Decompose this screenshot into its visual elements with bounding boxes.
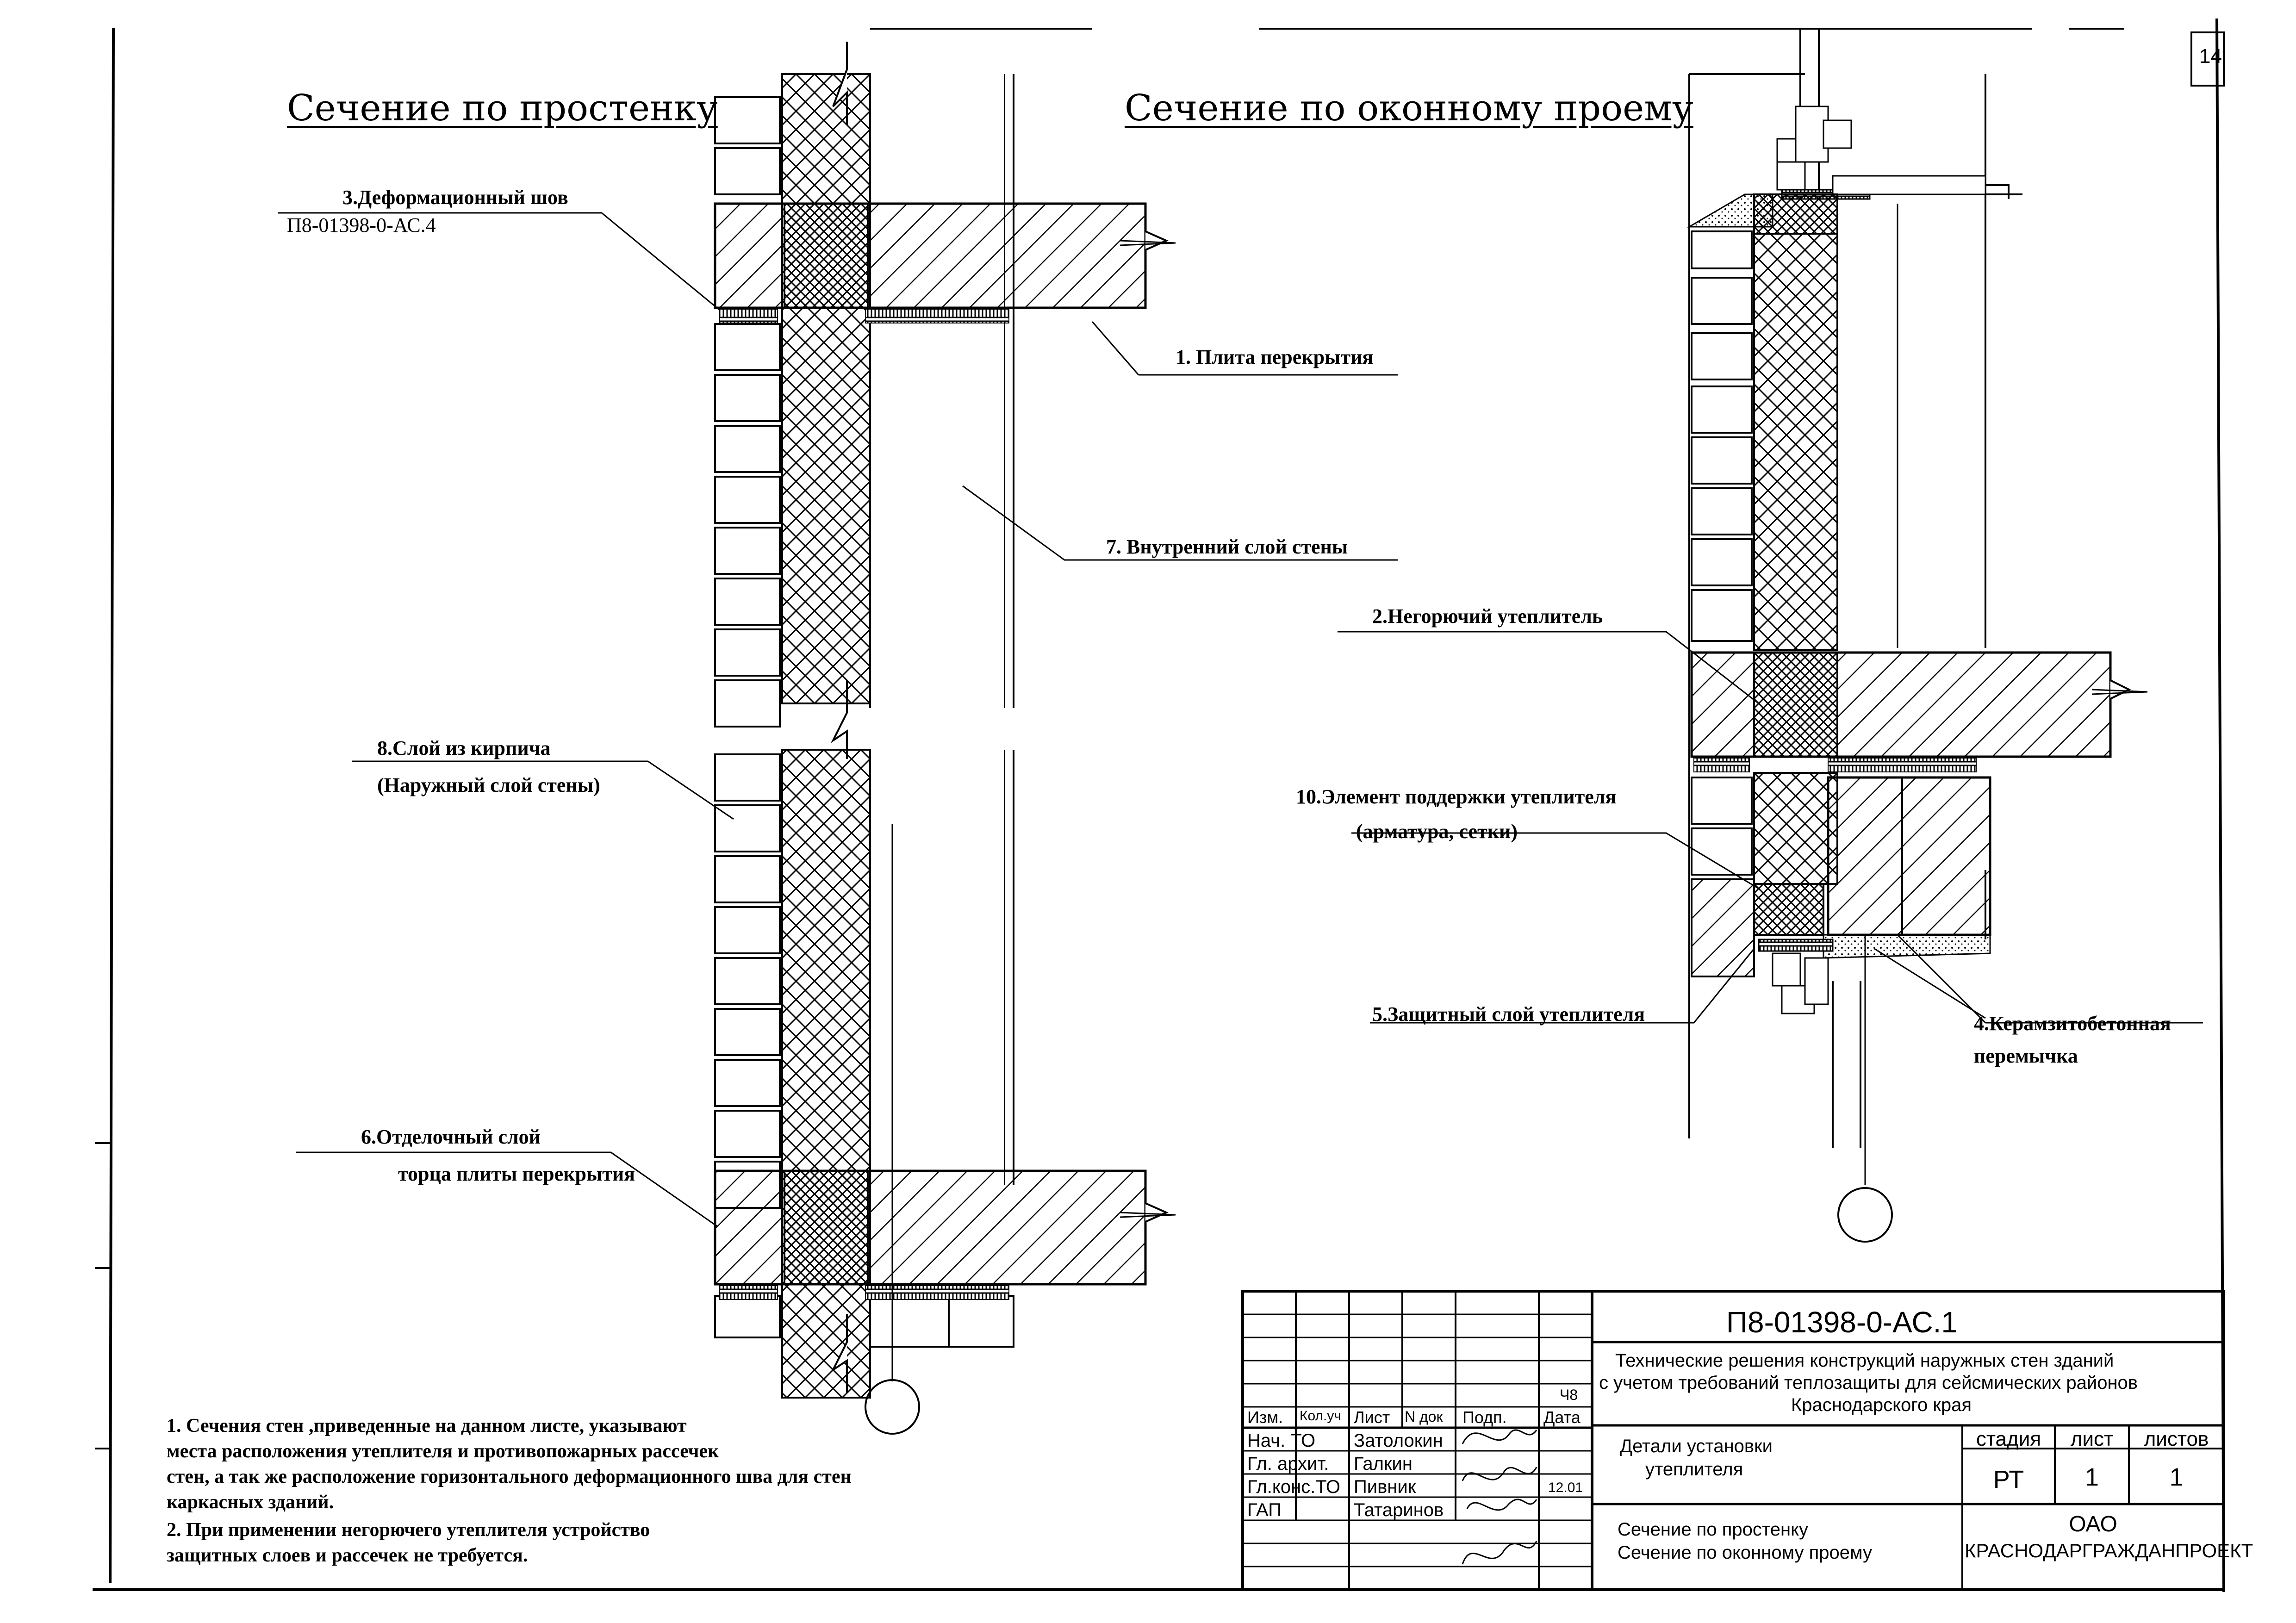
project-title-line: с учетом требований теплозащиты для сейс… [1599, 1373, 2138, 1393]
sheet-value: 1 [2084, 1463, 2099, 1491]
sheets-value: 1 [2169, 1463, 2184, 1491]
header-stage: стадия [1976, 1428, 2041, 1450]
signer-name: Затолокин [1354, 1430, 1443, 1451]
leader-lines [278, 212, 1398, 1227]
signer-date: 12.01 [1548, 1480, 1583, 1495]
callout-10-insulation-support: 10.Элемент поддержки утеплителя [1296, 785, 1617, 808]
pier-section-title: Сечение по простенку [287, 87, 718, 129]
signer-role: Гл.конс.ТО [1247, 1477, 1341, 1497]
project-title-line: Краснодарского края [1791, 1395, 1972, 1415]
callout-8-brick-layer: 8.Слой из кирпича [377, 737, 551, 759]
axis-bubble-left [865, 1379, 920, 1435]
brick-outer-layer-lower [714, 753, 781, 1338]
brick-outer-layer-upper [714, 96, 781, 728]
signer-name: Галкин [1354, 1454, 1412, 1474]
slab-insulation-lower [784, 1170, 869, 1285]
callout-7-inner-layer: 7. Внутренний слой стены [1106, 535, 1348, 558]
header-sheet: лист [2070, 1428, 2114, 1450]
window-section [1338, 28, 2203, 1243]
header-list: Лист [1354, 1408, 1390, 1427]
detail-title: утеплителя [1645, 1459, 1743, 1480]
window-leader-lines [1338, 631, 2203, 1024]
document-code: П8-01398-0-АС.1 [1726, 1306, 1958, 1339]
mark-date: Ч8 [1560, 1387, 1578, 1403]
callout-6-slab-end: торца плиты перекрытия [398, 1163, 635, 1185]
header-data: Дата [1543, 1408, 1580, 1427]
signer-name: Пивник [1354, 1477, 1416, 1497]
window-insulation-upper [1753, 233, 1838, 651]
callout-6-finish-layer: 6.Отделочный слой [361, 1126, 541, 1148]
callout-2-noncombustible-insulation: 2.Негорючий утеплитель [1372, 605, 1603, 628]
pier-section [278, 42, 1398, 1435]
project-title-line: Технические решения конструкций наружных… [1615, 1350, 2114, 1371]
callout-3-deformation-joint: 3.Деформационный шов [342, 186, 568, 209]
header-kol: Кол.уч [1300, 1408, 1341, 1424]
window-frame-top [1776, 106, 1986, 200]
axis-bubble-right [1837, 1187, 1893, 1243]
deformation-joint-strip [719, 309, 778, 323]
signer-role: Гл. архит. [1247, 1454, 1329, 1474]
organization: КРАСНОДАРГРАЖДАНПРОЕКТ [1965, 1540, 2253, 1561]
callout-8-outer-wall: (Наружный слой стены) [377, 774, 600, 796]
stage-value: РТ [1993, 1466, 2024, 1493]
note-line: стен, а так же расположение горизонтальн… [167, 1466, 852, 1487]
sheet-names: Сечение по оконному проему [1618, 1542, 1872, 1563]
detail-title: Детали установки [1620, 1436, 1773, 1456]
header-izm: Изм. [1247, 1408, 1283, 1427]
callout-4-lintel: 4.Керамзитобетонная [1974, 1012, 2171, 1035]
signer-role: ГАП [1247, 1500, 1282, 1520]
callout-1-floor-slab: 1. Плита перекрытия [1176, 346, 1374, 368]
break-marks [830, 42, 848, 1393]
note-line: 1. Сечения стен ,приведенные на данном л… [167, 1415, 687, 1436]
floor-slab-upper [714, 202, 1147, 309]
insulation-upper [781, 73, 871, 704]
header-ndok: N док [1405, 1408, 1443, 1425]
callout-5-protective-layer: 5.Защитный слой утеплителя [1372, 1003, 1645, 1026]
insulation-lower [781, 749, 871, 1399]
lintel [1827, 776, 1991, 936]
floor-slab-lower [714, 1169, 1147, 1286]
callout-4-lintel-2: перемычка [1974, 1045, 2078, 1067]
callout-3-reference: П8-01398-0-АС.4 [287, 214, 436, 236]
window-frame-bottom [1758, 939, 1834, 1014]
sheet-number: 14 [2199, 45, 2222, 68]
note-line: защитных слоев и рассечек не требуется. [167, 1545, 528, 1566]
note-line: каркасных зданий. [167, 1492, 334, 1513]
organization: ОАО [2069, 1512, 2117, 1536]
note-line: места расположения утеплителя и противоп… [167, 1441, 719, 1462]
header-sheets: листов [2144, 1428, 2209, 1450]
signer-role: Нач. ТО [1247, 1430, 1316, 1451]
window-brick-column [1691, 230, 1753, 876]
callout-10-rebar-mesh: (арматура, сетки) [1356, 820, 1518, 843]
sheet-names: Сечение по простенку [1618, 1519, 1809, 1540]
slab-insulation-upper [784, 203, 869, 309]
title-block-grid [1241, 1290, 2225, 1591]
signatures [1462, 1429, 1537, 1565]
signer-name: Татаринов [1354, 1500, 1444, 1520]
note-line: 2. При применении негорючего утеплителя … [167, 1519, 650, 1541]
header-podp: Подп. [1462, 1408, 1507, 1427]
window-section-title: Сечение по оконному проему [1125, 87, 1693, 129]
